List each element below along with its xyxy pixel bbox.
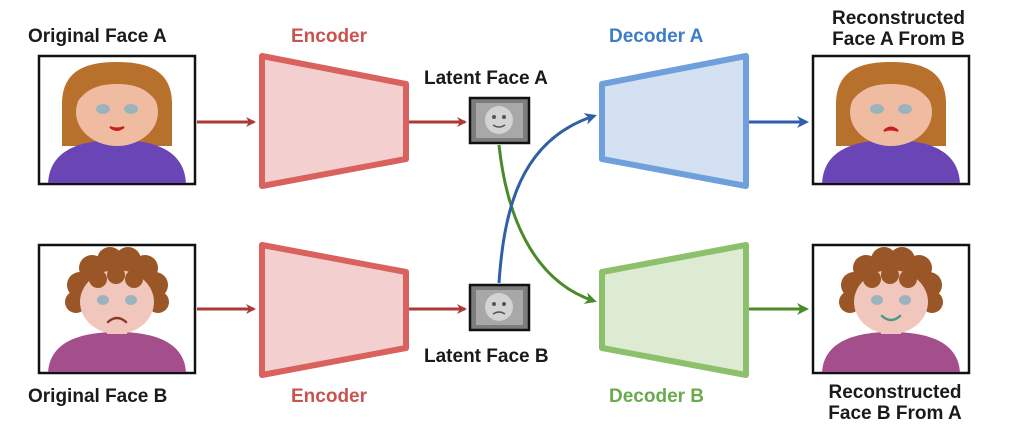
reconstructed-face-a-image [811,54,971,186]
reconstructed-a-label-line1: Reconstructed [831,8,966,29]
encoder-bottom-block [259,242,409,378]
encoder-bottom-label: Encoder [291,386,368,407]
reconstructed-face-b-image [811,243,971,375]
decoder-a-block [599,53,749,189]
reconstructed-a-label: Reconstructed Face A From B [806,8,991,50]
reconstructed-b-label-line2: Face B From A [828,403,962,424]
original-face-b-label: Original Face B [28,386,168,407]
original-face-a-label: Original Face A [28,26,167,47]
encoder-top-label: Encoder [291,26,368,47]
reconstructed-a-label-line2: Face A From B [832,29,965,50]
reconstructed-b-label-line1: Reconstructed [828,382,962,403]
latent-face-b-image [468,283,531,332]
encoder-top-block [259,53,409,189]
latent-face-a-image [468,96,531,145]
decoder-b-label: Decoder B [609,386,705,407]
reconstructed-b-label: Reconstructed Face B From A [800,382,990,424]
latent-face-a-label: Latent Face A [424,68,548,89]
arrow-latent-b-to-decoder-a [497,113,597,284]
original-face-b-image [37,243,197,375]
arrow-latent-a-to-decoder-b [497,144,597,304]
decoder-a-label: Decoder A [609,26,704,47]
latent-face-b-label: Latent Face B [424,346,549,367]
original-face-a-image [37,54,197,186]
decoder-b-block [599,242,749,378]
